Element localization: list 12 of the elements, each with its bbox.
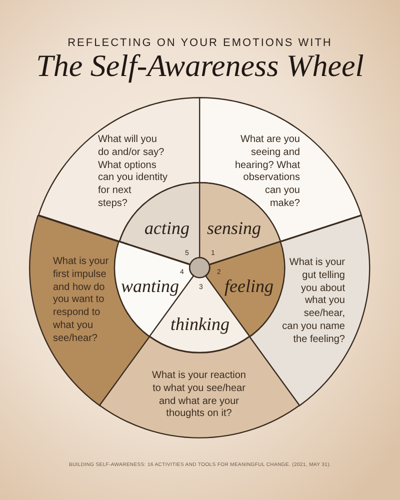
question-text: What is your gut telling you about what you see/hear, can you name the feeling? (282, 256, 345, 347)
stage-label: feeling (224, 276, 274, 296)
stage-label: sensing (206, 218, 261, 238)
subtitle-text: REFLECTING ON YOUR EMOTIONS WITH (68, 36, 332, 50)
question-text: What is your reaction to what you see/hear and what are your thoughts on it? (152, 370, 246, 422)
question-text: What will you do and/or say? What options can you identity for next steps? (98, 134, 168, 211)
stage-label: wanting (120, 276, 179, 296)
stage-label: thinking (170, 314, 230, 334)
question-text: What are you seeing and hearing? What observations can you make? (234, 134, 300, 211)
question-text: What is your first impulse and how do you want to respond to what you see/hear? (52, 256, 109, 346)
stage-label: acting (144, 218, 190, 238)
title-text: The Self-Awareness Wheel (36, 48, 364, 84)
